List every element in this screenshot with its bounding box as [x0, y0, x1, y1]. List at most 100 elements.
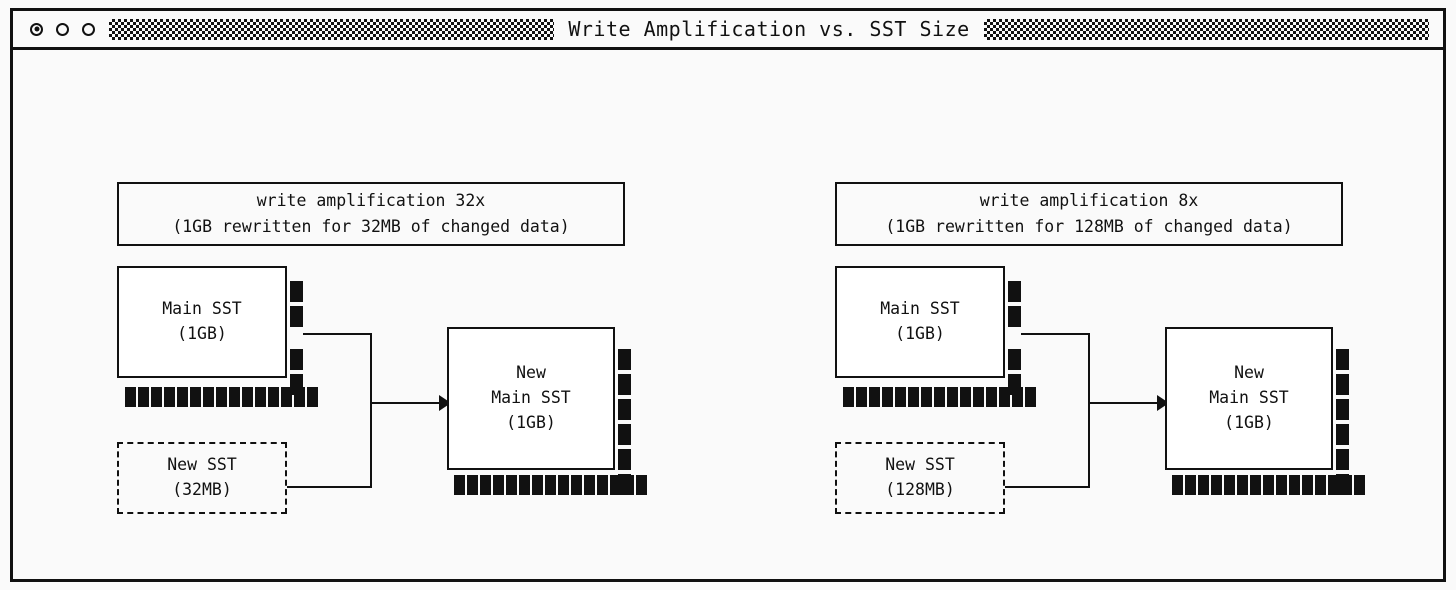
data-block [290, 281, 303, 302]
data-block [882, 387, 893, 407]
data-block [610, 475, 621, 495]
data-block [1025, 387, 1036, 407]
connector-main-sst [1021, 333, 1089, 335]
data-block [138, 387, 149, 407]
data-block [1354, 475, 1365, 495]
data-block [281, 387, 292, 407]
connector-main-sst [303, 333, 371, 335]
new-main-sst-line2: Main SST [1209, 388, 1289, 408]
data-block [1185, 475, 1196, 495]
data-block [1008, 281, 1021, 302]
main-sst-box[interactable]: Main SST (1GB) [835, 266, 1005, 378]
new-main-sst-box[interactable]: New Main SST (1GB) [447, 327, 615, 470]
data-block [1237, 475, 1248, 495]
main-sst-size: (1GB) [895, 324, 945, 343]
data-block [1336, 374, 1349, 395]
traffic-light-group [13, 22, 95, 36]
connector-junction [370, 333, 372, 488]
connector-junction [1088, 333, 1090, 488]
new-sst-box[interactable]: New SST (32MB) [117, 442, 287, 514]
minimize-light-icon[interactable] [56, 22, 69, 36]
new-main-sst-bottom-blocks [454, 475, 647, 495]
caption-line-2: (1GB rewritten for 32MB of changed data) [172, 217, 570, 236]
data-block [618, 449, 631, 470]
data-block [268, 387, 279, 407]
data-block [1198, 475, 1209, 495]
maximize-light-icon[interactable] [82, 22, 95, 36]
data-block [895, 387, 906, 407]
data-block [290, 306, 303, 327]
panel-right: write amplification 8x (1GB rewritten fo… [731, 50, 1449, 579]
caption-line-1: write amplification 8x [979, 191, 1199, 211]
data-block [1336, 424, 1349, 445]
app-window: Write Amplification vs. SST Size write a… [10, 8, 1446, 582]
main-sst-side-blocks-upper [1008, 281, 1021, 327]
data-block [618, 374, 631, 395]
new-sst-label: New SST [885, 455, 955, 475]
panel-left-caption: write amplification 32x (1GB rewritten f… [117, 182, 625, 246]
new-main-sst-bottom-blocks [1172, 475, 1365, 495]
data-block [934, 387, 945, 407]
new-main-sst-side-blocks [1336, 349, 1349, 495]
connector-arrow-shaft [370, 402, 442, 404]
data-block [947, 387, 958, 407]
new-sst-size: (32MB) [172, 480, 232, 499]
main-sst-bottom-blocks [843, 387, 1036, 407]
data-block [1341, 475, 1352, 495]
data-block [545, 475, 556, 495]
data-block [1289, 475, 1300, 495]
data-block [986, 387, 997, 407]
diagram-canvas: write amplification 32x (1GB rewritten f… [13, 50, 1443, 579]
new-main-sst-box[interactable]: New Main SST (1GB) [1165, 327, 1333, 470]
data-block [618, 399, 631, 420]
data-block [1012, 387, 1023, 407]
data-block [1224, 475, 1235, 495]
data-block [869, 387, 880, 407]
data-block [480, 475, 491, 495]
main-sst-label: Main SST [162, 299, 242, 319]
title-bar: Write Amplification vs. SST Size [13, 11, 1443, 50]
titlebar-hatch-left-icon [109, 18, 555, 40]
data-block [908, 387, 919, 407]
data-block [1336, 349, 1349, 370]
data-block [1211, 475, 1222, 495]
close-light-icon[interactable] [30, 22, 43, 36]
data-block [294, 387, 305, 407]
data-block [242, 387, 253, 407]
connector-arrow-shaft [1088, 402, 1160, 404]
data-block [636, 475, 647, 495]
new-sst-label: New SST [167, 455, 237, 475]
data-block [307, 387, 318, 407]
data-block [1315, 475, 1326, 495]
data-block [1263, 475, 1274, 495]
data-block [203, 387, 214, 407]
data-block [125, 387, 136, 407]
data-block [519, 475, 530, 495]
window-title: Write Amplification vs. SST Size [568, 17, 970, 41]
data-block [532, 475, 543, 495]
data-block [843, 387, 854, 407]
data-block [921, 387, 932, 407]
data-block [1250, 475, 1261, 495]
data-block [164, 387, 175, 407]
caption-line-1: write amplification 32x [256, 191, 486, 211]
main-sst-box[interactable]: Main SST (1GB) [117, 266, 287, 378]
data-block [1008, 306, 1021, 327]
data-block [190, 387, 201, 407]
data-block [506, 475, 517, 495]
main-sst-bottom-blocks [125, 387, 318, 407]
data-block [454, 475, 465, 495]
new-main-sst-line1: New [1234, 363, 1264, 383]
data-block [1336, 449, 1349, 470]
data-block [467, 475, 478, 495]
new-main-sst-size: (1GB) [1224, 412, 1274, 432]
new-sst-box[interactable]: New SST (128MB) [835, 442, 1005, 514]
data-block [618, 424, 631, 445]
main-sst-label: Main SST [880, 299, 960, 319]
data-block [1276, 475, 1287, 495]
data-block [960, 387, 971, 407]
data-block [1302, 475, 1313, 495]
data-block [571, 475, 582, 495]
data-block [623, 475, 634, 495]
data-block [973, 387, 984, 407]
